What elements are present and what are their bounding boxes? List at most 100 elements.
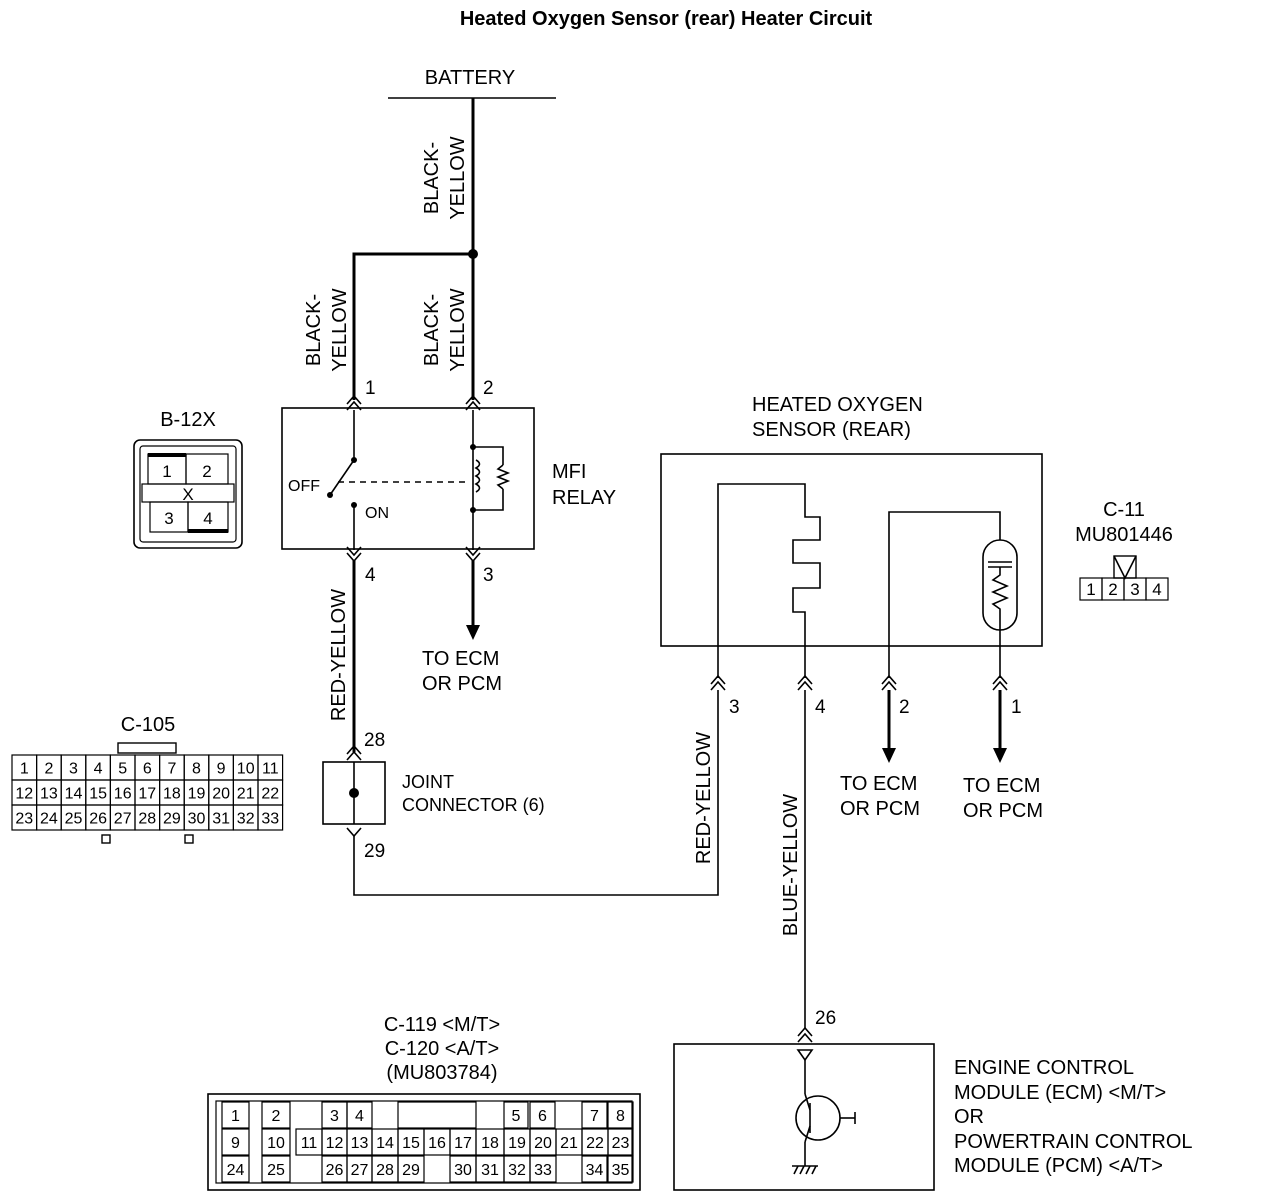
battery-label: BATTERY	[425, 67, 515, 89]
joint-pin-29: 29	[364, 841, 385, 862]
c119-outer	[207, 1093, 641, 1191]
b12x-text-4: 4	[203, 509, 212, 528]
c105-cell-14: 14	[65, 786, 83, 803]
switch-on-label: ON	[365, 505, 389, 522]
c105-cell-26: 26	[89, 811, 107, 828]
c11-cell-1: 1	[1086, 580, 1095, 599]
c105-cell-12: 12	[15, 786, 33, 803]
wire-label-red-yellow-left: RED-YELLOW	[328, 589, 350, 721]
switch-blade	[329, 459, 355, 496]
svg-text:YELLOW: YELLOW	[447, 136, 469, 219]
svg-text:RED-YELLOW: RED-YELLOW	[328, 589, 350, 721]
sensor1-to-ecm-1: TO ECM	[963, 775, 1040, 797]
relay-to-ecm-1: TO ECM	[422, 648, 499, 670]
c105-cell-24: 24	[40, 811, 58, 828]
ecm-label-5: MODULE (PCM) <A/T>	[954, 1155, 1163, 1177]
c105-cell-15: 15	[89, 786, 107, 803]
c105-cell-27: 27	[114, 811, 132, 828]
c105-cell-28: 28	[138, 811, 156, 828]
c105-cell-2: 2	[44, 761, 53, 778]
c119-cell-9-box	[221, 1128, 250, 1156]
relay-pin-4: 4	[365, 565, 376, 586]
c119-cell-13: 13	[351, 1135, 369, 1152]
joint-label-2: CONNECTOR (6)	[402, 795, 545, 815]
relay-pin-3: 3	[483, 565, 494, 586]
c119-cell-31: 31	[481, 1162, 499, 1179]
c119-cell-8: 8	[616, 1108, 625, 1125]
chevron-joint-in	[346, 744, 362, 761]
mfi-relay-label-1: MFI	[552, 461, 586, 483]
c105-foot-left	[101, 834, 111, 844]
b12x-text-2: 2	[202, 462, 211, 481]
c119-cell-16: 16	[428, 1135, 446, 1152]
c119-cell-4: 4	[355, 1108, 364, 1125]
switch-off-label: OFF	[288, 478, 320, 495]
sensor-box	[660, 453, 1043, 647]
c105-cell-3: 3	[69, 761, 78, 778]
c11-tab	[1113, 555, 1137, 579]
c119-label-1: C-119 <M/T>	[384, 1014, 500, 1036]
c119-cell-21: 21	[560, 1135, 578, 1152]
c119-cell-17: 17	[454, 1135, 472, 1152]
b12x-text-3: 3	[164, 509, 173, 528]
switch-contact-off	[327, 492, 333, 498]
resistor-bracket-b	[473, 489, 504, 511]
c119-cell-25-box	[261, 1155, 291, 1183]
c119-cell-20: 20	[534, 1135, 552, 1152]
c119-cell-29: 29	[402, 1162, 420, 1179]
c11-cell-3: 3	[1130, 580, 1139, 599]
c105-cell-20: 20	[212, 786, 230, 803]
sensor-label-1: HEATED OXYGEN	[752, 394, 923, 416]
c105-cell-18: 18	[163, 786, 181, 803]
c105-foot-right	[184, 834, 194, 844]
c119-cell-7: 7	[590, 1108, 599, 1125]
c119-cell-4-box	[346, 1101, 373, 1129]
c119-cell-1: 1	[231, 1108, 240, 1125]
wire-to-pin1	[352, 252, 473, 400]
c119-cell-32: 32	[508, 1162, 526, 1179]
chevron-sensor-4	[797, 674, 813, 691]
diagram-title: Heated Oxygen Sensor (rear) Heater Circu…	[460, 8, 873, 30]
c119-cell-25: 25	[267, 1162, 285, 1179]
c105-cell-21: 21	[237, 786, 255, 803]
c105-cell-5: 5	[118, 761, 127, 778]
c119-blank-1-box	[397, 1101, 477, 1129]
c119-cell-22: 22	[586, 1135, 604, 1152]
mfi-relay-box	[281, 407, 535, 550]
mfi-relay-label-2: RELAY	[552, 487, 616, 509]
c11-cell-4-box	[1145, 577, 1169, 601]
heater-element	[717, 483, 821, 646]
c119-cell-8-box	[607, 1101, 634, 1129]
c119-label-2: C-120 <A/T>	[385, 1038, 500, 1060]
c105-cell-10: 10	[237, 761, 255, 778]
b12x-outer	[133, 439, 243, 549]
c119-cell-3: 3	[330, 1108, 339, 1125]
c105-label: C-105	[121, 714, 175, 736]
c105-cell-32: 32	[237, 811, 255, 828]
c105-cell-23: 23	[15, 811, 33, 828]
sensor1-to-ecm-2: OR PCM	[963, 800, 1043, 822]
joint-pin-28: 28	[364, 730, 385, 751]
c105-cell-13: 13	[40, 786, 58, 803]
c119-cell-27: 27	[351, 1162, 369, 1179]
ecm-pin-26: 26	[815, 1008, 836, 1029]
c105-cell-22: 22	[261, 786, 279, 803]
c119-cell-34: 34	[586, 1162, 604, 1179]
c119-cell-9: 9	[231, 1135, 240, 1152]
b12x-text-x: X	[182, 485, 193, 504]
ecm-label-2: MODULE (ECM) <M/T>	[954, 1082, 1166, 1104]
c119-cell-14: 14	[376, 1135, 394, 1152]
c119-cell-10-box	[261, 1128, 291, 1156]
c119-cell-24: 24	[227, 1162, 245, 1179]
sensor-pin-4: 4	[815, 697, 826, 718]
b12x-label: B-12X	[160, 409, 216, 431]
ecm-input-marker	[796, 1049, 814, 1062]
chevron-ecm-26	[797, 1026, 813, 1043]
c11-part: MU801446	[1075, 524, 1173, 546]
c105-cell-29: 29	[163, 811, 181, 828]
chevron-sensor-3	[710, 674, 726, 691]
c119-cell-1-box	[221, 1101, 250, 1129]
joint-label-1: JOINT	[402, 772, 454, 792]
